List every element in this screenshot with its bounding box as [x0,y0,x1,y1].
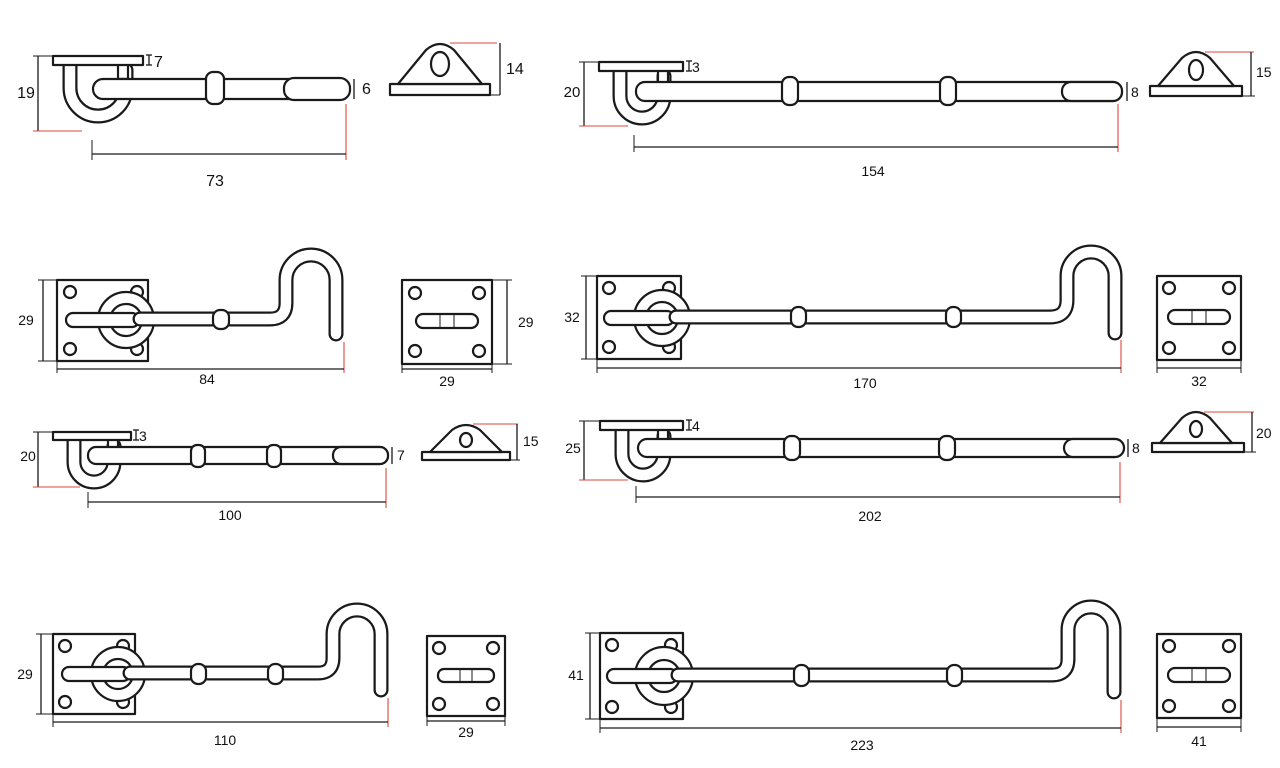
dim-wire-h1: 6 [362,81,371,98]
dim-height-e5: 29 [518,314,534,330]
dim-length-h3: 100 [218,507,242,523]
dim-length-h2: 154 [861,163,885,179]
dim-plate-h3: 3 [139,428,147,444]
side-hook-h4: 25 4 8 202 [565,418,1140,524]
dim-height-e1: 14 [506,61,524,78]
front-hook-h6: 32 170 [564,244,1123,391]
side-eye-e3: 15 [420,423,539,462]
front-eye-e6: 32 [1155,274,1243,389]
dim-length-h7: 110 [214,732,237,748]
dim-height-e4: 20 [1256,425,1272,441]
dim-height-h5: 29 [18,312,34,328]
front-hook-h8: 41 223 [568,599,1122,753]
dim-length-h1: 73 [206,173,224,190]
side-eye-e4: 20 [1150,410,1272,454]
dim-height-h2: 20 [564,84,581,101]
dim-length-h8: 223 [850,737,874,753]
side-eye-e2: 15 [1148,50,1272,98]
dim-width-e8: 41 [1191,733,1207,749]
dim-height-h8: 41 [568,667,584,683]
side-eye-e1: 14 [388,42,524,97]
front-eye-e5: 29 29 [400,278,534,389]
dim-height-e2: 15 [1256,64,1272,80]
front-hook-h7: 29 110 [17,602,389,748]
dim-plate-h2: 3 [692,59,700,75]
dim-plate-h4: 4 [692,418,700,434]
dim-height-h6: 32 [564,309,580,325]
dim-height-h3: 20 [20,448,36,464]
front-hook-h5: 29 84 [18,247,345,387]
dim-wire-h3: 7 [397,447,405,463]
front-eye-e7: 29 [425,634,507,740]
dim-width-e6: 32 [1191,373,1207,389]
dim-width-e7: 29 [458,724,474,740]
dim-length-h6: 170 [853,375,877,391]
dim-width-e5: 29 [439,373,455,389]
side-hook-h3: 20 3 7 100 [20,428,405,523]
dim-length-h4: 202 [858,508,882,524]
dim-length-h5: 84 [199,371,215,387]
side-hook-h1: 19 7 6 73 [17,54,371,190]
front-eye-e8: 41 [1155,632,1243,749]
dim-height-e3: 15 [523,433,539,449]
dim-height-h4: 25 [565,440,581,456]
dim-height-h1: 19 [17,85,35,102]
dim-plate-h1: 7 [154,54,163,71]
dim-wire-h4: 8 [1132,440,1140,456]
side-hook-h2: 20 3 8 154 [564,59,1139,179]
dim-height-h7: 29 [17,666,33,682]
dim-wire-h2: 8 [1131,84,1139,100]
